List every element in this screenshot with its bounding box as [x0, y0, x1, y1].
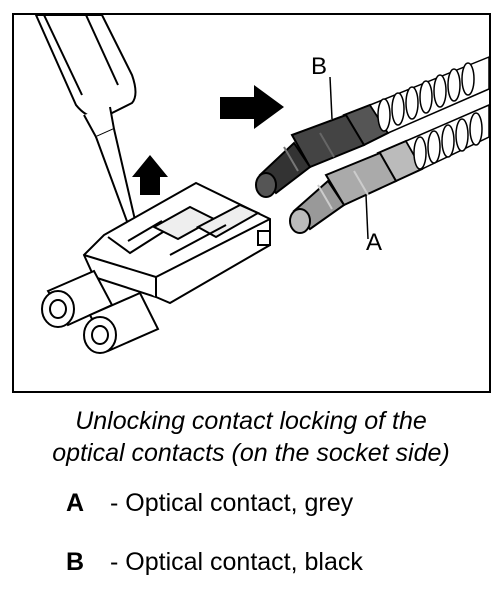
socket-housing: [82, 181, 271, 305]
legend-key-b: B: [66, 548, 85, 576]
figure-caption: Unlocking contact locking of the optical…: [0, 405, 502, 469]
cable-grey: [404, 104, 489, 170]
legend-item-a: A - Optical contact, grey: [66, 488, 353, 518]
up-arrow-icon: [132, 155, 168, 195]
callout-a-leader: [365, 194, 369, 240]
callout-b-label: B: [311, 53, 328, 80]
callout-a-label: A: [366, 229, 383, 256]
socket-port-lower: [83, 291, 160, 354]
figure-frame: B A: [12, 13, 491, 393]
right-arrow-icon: [220, 85, 284, 129]
connector-illustration: [34, 15, 489, 354]
cable-black: [368, 56, 489, 134]
legend-text-b: - Optical contact, black: [110, 548, 363, 576]
legend-text-a: - Optical contact, grey: [110, 489, 354, 517]
legend-item-b: B - Optical contact, black: [66, 547, 363, 577]
caption-line-1: Unlocking contact locking of the: [75, 407, 427, 435]
screwdriver-tool: [34, 15, 140, 237]
optical-contact-black: [255, 103, 390, 198]
callout-b-leader: [329, 76, 333, 120]
caption-line-2: optical contacts (on the socket side): [52, 439, 450, 467]
legend-key-a: A: [66, 489, 85, 517]
